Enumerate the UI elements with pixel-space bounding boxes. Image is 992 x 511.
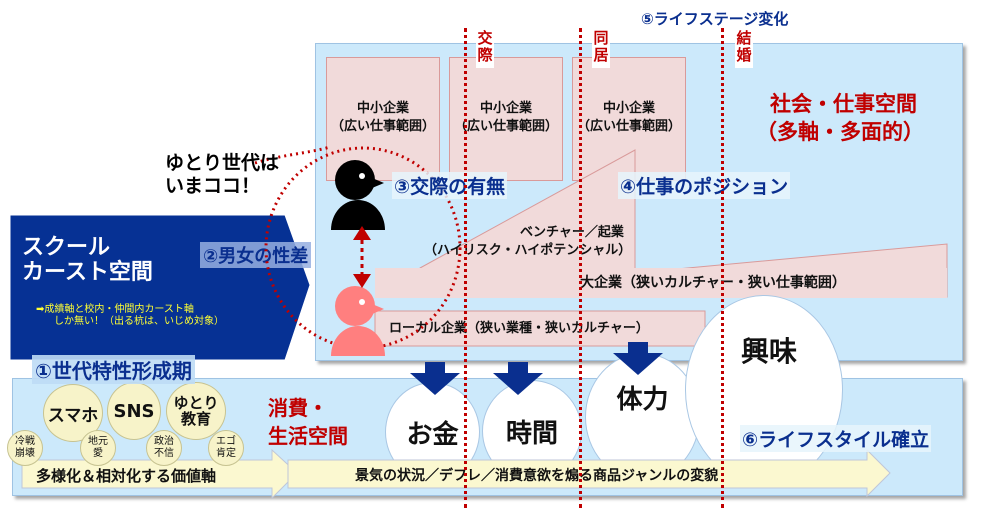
- dating-status-label: ③交際の有無: [392, 172, 508, 199]
- bubble-cold-war: 冷戦 崩壊: [7, 430, 43, 466]
- bubble-local-love: 地元 愛: [80, 430, 116, 466]
- sme-box-3-line1: 中小企業: [602, 101, 655, 116]
- callout-line2: いまココ！: [165, 175, 261, 197]
- sme-box-3-line2: （広い仕事範囲）: [576, 119, 681, 134]
- local-company-label: ローカル企業（狭い業種・狭いカルチャー）: [389, 321, 649, 336]
- down-arrow-icon: [410, 362, 460, 395]
- consumer-space-title-line2: 生活空間: [268, 424, 348, 448]
- current-position-ellipse: [254, 145, 462, 350]
- gender-gap-double-arrow-icon: [353, 226, 371, 288]
- social-space-title: 社会・仕事空間 （多軸・多面的）: [756, 90, 924, 146]
- school-caste-note-line1: ➡成績軸と校内・仲間内カースト軸: [36, 304, 194, 315]
- down-arrow-icon: [493, 362, 543, 395]
- lifestage-event-cohabiting: 同居: [592, 30, 610, 68]
- economy-arrow: [287, 448, 891, 498]
- down-arrows: [410, 342, 663, 395]
- down-arrow-icon: [613, 342, 663, 375]
- sme-box-1-line2: （広い仕事範囲）: [330, 119, 435, 134]
- local-company-shape: [374, 310, 706, 347]
- diversification-arrow-label: 多様化＆相対化する価値軸: [36, 467, 217, 485]
- lifestage-line-dating: [464, 28, 467, 508]
- school-caste-title-line1: スクール: [22, 235, 111, 260]
- sme-box-1-line1: 中小企業: [356, 101, 409, 116]
- bubble-political-distrust: 政治 不信: [146, 430, 182, 466]
- sme-box-1: 中小企業 （広い仕事範囲）: [326, 57, 440, 181]
- bubble-smartphone: スマホ: [43, 384, 103, 442]
- sme-box-2-line1: 中小企業: [479, 101, 532, 116]
- venture-line1: ベンチャー／起業: [520, 225, 624, 240]
- sme-box-2-line2: （広い仕事範囲）: [453, 119, 558, 134]
- social-space-title-line2: （多軸・多面的）: [756, 120, 924, 144]
- economy-arrow-label: 景気の状況／デフレ／消費意欲を煽る商品ジャンルの変貌: [355, 468, 719, 484]
- large-company-box: [375, 268, 947, 298]
- bubble-yutori-education: ゆとり 教育: [166, 382, 226, 440]
- callout-line1: ゆとり世代は: [165, 152, 280, 174]
- female-figure-icon: [331, 286, 385, 356]
- lifestage-event-dating: 交際: [476, 30, 494, 68]
- yutori-here-callout: ゆとり世代は いまココ！: [165, 152, 279, 198]
- bubble-ego-affirmation: エゴ 肯定: [208, 430, 244, 466]
- lifestage-event-marriage: 結婚: [735, 30, 753, 68]
- consumer-space-title-line1: 消費・: [268, 396, 328, 420]
- lifestage-line-cohabiting: [579, 28, 582, 508]
- lifestage-change-header: ⑤ライフステージ変化: [641, 10, 789, 28]
- consumer-space-title: 消費・ 生活空間: [268, 394, 348, 450]
- lifestage-line-marriage: [721, 28, 724, 508]
- generation-formation-label: ①世代特性形成期: [32, 355, 195, 384]
- gender-difference-label: ②男女の性差: [200, 242, 312, 268]
- sme-box-2: 中小企業 （広い仕事範囲）: [449, 57, 563, 181]
- social-space-title-line1: 社会・仕事空間: [770, 92, 917, 116]
- school-caste-title-line2: カースト空間: [22, 260, 153, 285]
- school-caste-note: ➡成績軸と校内・仲間内カースト軸 しか無い！（出る杭は、いじめ対象）: [36, 304, 224, 328]
- male-figure-icon: [331, 160, 385, 230]
- school-caste-note-line2: しか無い！（出る杭は、いじめ対象）: [54, 316, 224, 327]
- large-company-label: 大企業（狭いカルチャー・狭い仕事範囲）: [580, 275, 846, 291]
- job-position-label: ④仕事のポジション: [618, 172, 791, 199]
- school-caste-title: スクール カースト空間: [22, 235, 153, 285]
- lifestyle-established-label: ⑥ライフスタイル確立: [740, 425, 932, 452]
- resource-circle-interest: 興味: [685, 295, 843, 485]
- bubble-sns: SNS: [107, 382, 161, 440]
